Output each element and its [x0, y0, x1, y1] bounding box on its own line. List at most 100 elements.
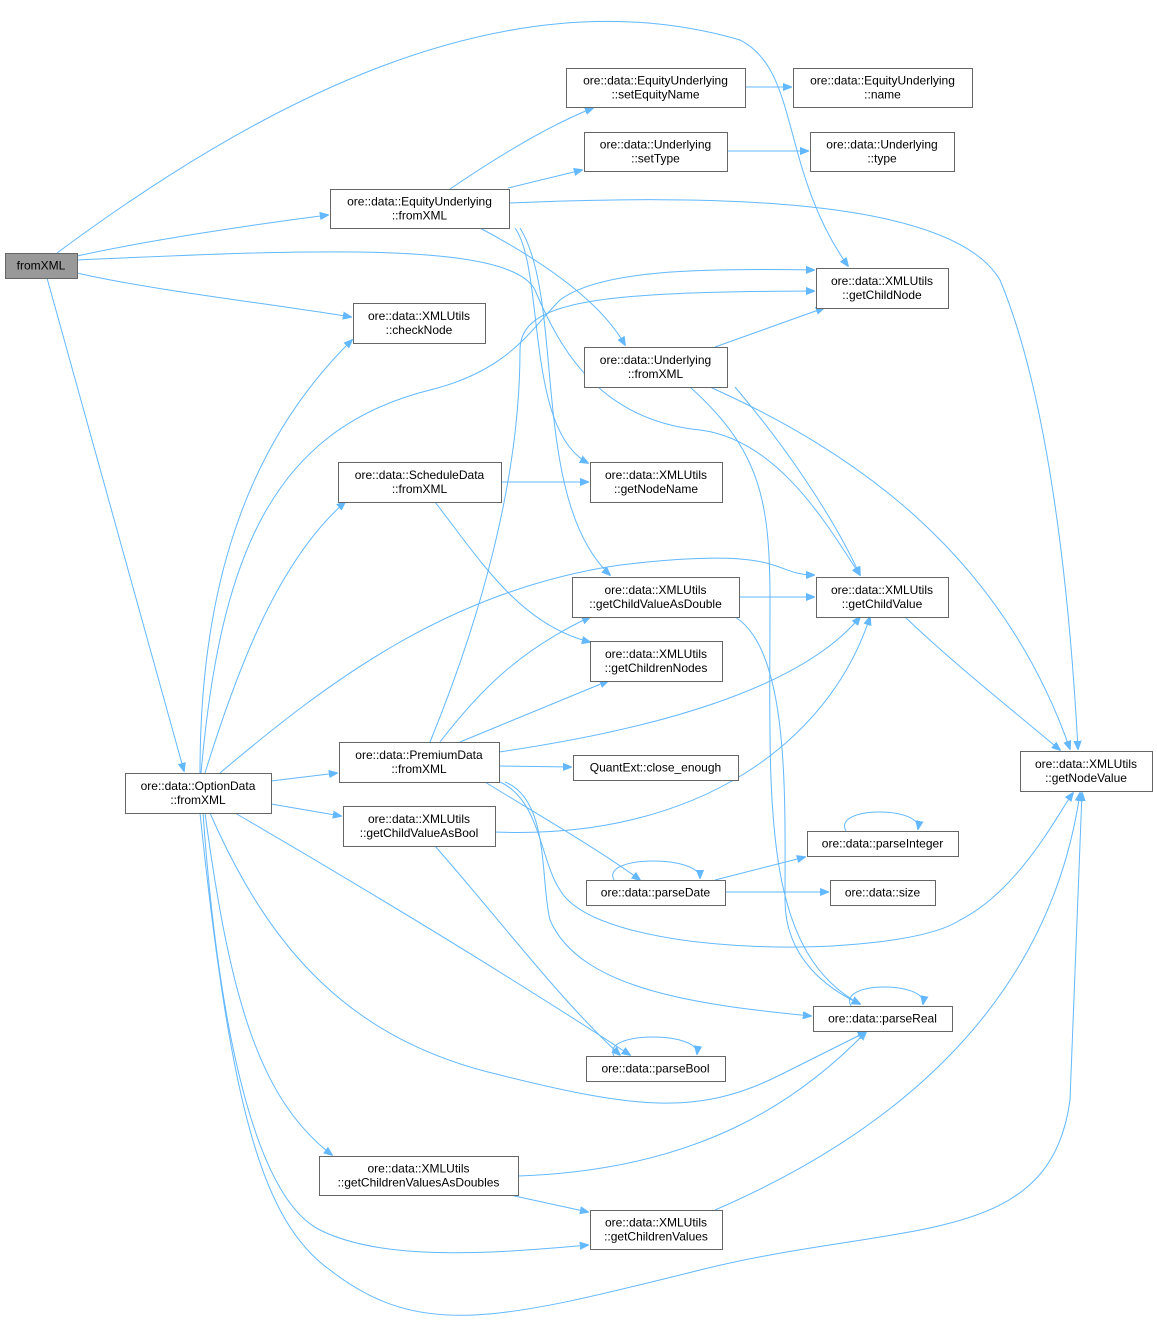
- node-box: [125, 773, 272, 814]
- edge-optFromXML-to-schedFromXML: [204, 502, 345, 774]
- node-label: ore::data::XMLUtils: [831, 274, 933, 288]
- edge-getCVAsDouble-to-parseReal: [734, 616, 860, 1004]
- node-premFromXML[interactable]: ore::data::PremiumData::fromXML: [339, 742, 500, 783]
- node-box: [810, 132, 955, 172]
- node-label: ore::data::XMLUtils: [368, 812, 470, 826]
- node-schedFromXML[interactable]: ore::data::ScheduleData::fromXML: [338, 462, 502, 503]
- node-label: ore::data::ScheduleData: [355, 468, 485, 482]
- node-eqFromXML[interactable]: ore::data::EquityUnderlying::fromXML: [330, 189, 510, 229]
- node-label: ::fromXML: [170, 793, 226, 807]
- node-box: [816, 268, 949, 309]
- edge-premFromXML-to-getChildValue: [498, 617, 860, 753]
- edge-undFromXML-to-getChildNode: [714, 308, 824, 348]
- node-label: ore::data::XMLUtils: [367, 1162, 469, 1176]
- node-label: ::getNodeValue: [1045, 771, 1127, 785]
- node-getChildrenValues[interactable]: ore::data::XMLUtils::getChildrenValues: [590, 1210, 723, 1250]
- node-label: ore::data::parseDate: [601, 886, 711, 900]
- node-eqName[interactable]: ore::data::EquityUnderlying::name: [793, 68, 973, 108]
- node-label: ore::data::PremiumData: [355, 748, 483, 762]
- node-closeEnough[interactable]: QuantExt::close_enough: [573, 755, 739, 781]
- edge-undFromXML-to-parseReal: [689, 386, 860, 1004]
- node-root[interactable]: fromXML: [5, 253, 78, 279]
- node-label: ::setType: [631, 152, 680, 166]
- node-parseReal[interactable]: ore::data::parseReal: [813, 1006, 953, 1032]
- node-label: ore::data::EquityUnderlying: [583, 74, 728, 88]
- edge-getChildrenValues-to-getNodeValue: [714, 793, 1080, 1211]
- node-label: ore::data::XMLUtils: [831, 583, 933, 597]
- edge-premFromXML-to-getCVAsDouble: [439, 617, 590, 743]
- edge-getCVAsBool-to-getChildValue: [494, 617, 870, 833]
- edge-parseDate-to-parseDate: [612, 860, 700, 881]
- node-box: [813, 1006, 953, 1032]
- node-parseInteger[interactable]: ore::data::parseInteger: [807, 831, 959, 857]
- node-box: [590, 462, 723, 503]
- node-box: [330, 189, 510, 229]
- node-label: ore::data::Underlying: [600, 138, 711, 152]
- node-parseDate[interactable]: ore::data::parseDate: [586, 880, 726, 906]
- node-getChildValue[interactable]: ore::data::XMLUtils::getChildValue: [816, 577, 949, 618]
- node-label: ore::data::XMLUtils: [604, 583, 706, 597]
- edge-root-to-getChildValue: [76, 251, 860, 575]
- node-label: ::checkNode: [386, 323, 453, 337]
- node-label: ::getChildValueAsBool: [360, 826, 479, 840]
- edge-parseDate-to-parseInteger: [714, 857, 805, 881]
- node-label: fromXML: [17, 259, 66, 273]
- node-box: [793, 68, 973, 108]
- node-box: [807, 831, 959, 857]
- node-label: ore::data::Underlying: [826, 138, 937, 152]
- edge-getCVsAsDoubles-to-parseReal: [517, 1032, 866, 1177]
- edge-premFromXML-to-getNodeValue: [499, 781, 1073, 948]
- node-label: ore::data::parseInteger: [822, 837, 943, 851]
- node-label: ore::data::EquityUnderlying: [347, 195, 492, 209]
- node-getChildNode[interactable]: ore::data::XMLUtils::getChildNode: [816, 268, 949, 309]
- node-parseBool[interactable]: ore::data::parseBool: [586, 1056, 726, 1082]
- edge-eqFromXML-to-setEquityName: [449, 108, 593, 190]
- node-box: [590, 641, 723, 682]
- node-label: ore::data::parseBool: [601, 1062, 709, 1076]
- node-getNodeValue[interactable]: ore::data::XMLUtils::getNodeValue: [1020, 751, 1153, 792]
- node-undFromXML[interactable]: ore::data::Underlying::fromXML: [584, 347, 728, 388]
- node-box: [343, 806, 496, 847]
- edge-parseInteger-to-parseInteger: [844, 811, 919, 832]
- edge-parseBool-to-parseBool: [612, 1036, 697, 1057]
- node-label: ::fromXML: [392, 482, 448, 496]
- edge-premFromXML-to-closeEnough: [498, 766, 571, 767]
- edge-schedFromXML-to-getChildrenNodes: [434, 501, 590, 642]
- node-setEquityName[interactable]: ore::data::EquityUnderlying::setEquityNa…: [566, 68, 746, 108]
- edge-eqFromXML-to-setType: [507, 170, 582, 189]
- node-type[interactable]: ore::data::Underlying::type: [810, 132, 955, 172]
- node-size[interactable]: ore::data::size: [830, 880, 936, 906]
- node-label: ::getChildrenValues: [604, 1230, 708, 1244]
- node-label: ore::data::XMLUtils: [605, 647, 707, 661]
- edge-optFromXML-to-parseBool: [234, 812, 630, 1055]
- node-setType[interactable]: ore::data::Underlying::setType: [584, 132, 728, 172]
- node-getCVAsDouble[interactable]: ore::data::XMLUtils::getChildValueAsDoub…: [572, 577, 740, 618]
- node-box: [5, 253, 78, 279]
- edge-undFromXML-to-getChildValue: [734, 386, 860, 575]
- edge-optFromXML-to-getChildValue: [219, 557, 814, 774]
- edge-getCVAsBool-to-parseBool: [434, 845, 620, 1055]
- node-label: ::type: [867, 152, 897, 166]
- node-label: ore::data::XMLUtils: [368, 309, 470, 323]
- node-box: [586, 1056, 726, 1082]
- node-label: ore::data::size: [845, 886, 921, 900]
- node-getCVAsBool[interactable]: ore::data::XMLUtils::getChildValueAsBool: [343, 806, 496, 847]
- node-getCVsAsDoubles[interactable]: ore::data::XMLUtils::getChildrenValuesAs…: [319, 1156, 519, 1196]
- edge-eqFromXML-to-getCVAsDouble: [519, 227, 610, 575]
- node-box: [1020, 751, 1153, 792]
- edge-premFromXML-to-parseReal: [504, 781, 811, 1016]
- node-label: QuantExt::close_enough: [590, 761, 721, 775]
- node-optFromXML[interactable]: ore::data::OptionData::fromXML: [125, 773, 272, 814]
- node-box: [816, 577, 949, 618]
- node-getNodeName[interactable]: ore::data::XMLUtils::getNodeName: [590, 462, 723, 503]
- node-box: [590, 1210, 723, 1250]
- node-checkNode[interactable]: ore::data::XMLUtils::checkNode: [353, 303, 486, 344]
- edge-getCVsAsDoubles-to-getChildrenValues: [509, 1194, 588, 1212]
- nodes-layer: fromXML ore::data::EquityUnderlying::setE…: [5, 68, 1153, 1250]
- node-box: [572, 577, 740, 618]
- edge-optFromXML-to-getCVAsBool: [270, 803, 341, 816]
- node-getChildrenNodes[interactable]: ore::data::XMLUtils::getChildrenNodes: [590, 641, 723, 682]
- edge-root-to-eqFromXML: [76, 215, 328, 257]
- edge-optFromXML-to-getCVsAsDoubles: [204, 812, 332, 1155]
